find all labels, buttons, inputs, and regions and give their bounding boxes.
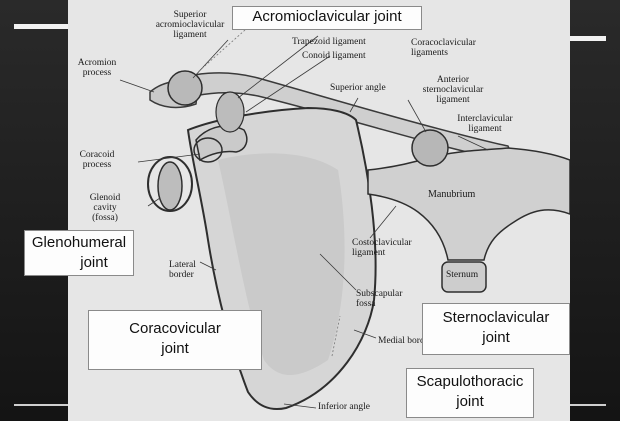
- label-acromion-process: Acromion process: [70, 58, 124, 78]
- label-subscapular-fossa: Subscapular fossa: [356, 289, 402, 309]
- label-interclavicular-ligament: Interclavicular ligament: [446, 114, 524, 134]
- joint-box-acromioclavicular: Acromioclavicular joint: [232, 6, 422, 30]
- sc-ligament-shape: [412, 130, 448, 166]
- coracoclavicular-ligament-shape: [216, 92, 244, 132]
- label-superior-angle: Superior angle: [330, 83, 386, 93]
- label-coracoid-process: Coracoid process: [68, 150, 126, 170]
- ac-ligament-shape: [168, 71, 202, 105]
- glenoid-shape: [158, 162, 182, 210]
- label-manubrium: Manubrium: [428, 190, 475, 200]
- label-conoid-ligament: Conoid ligament: [302, 51, 366, 61]
- joint-box-sternoclavicular: Sternoclavicular joint: [422, 303, 570, 355]
- joint-box-coracovicular: Coracovicular joint: [88, 310, 262, 370]
- label-trapezoid-ligament: Trapezoid ligament: [292, 37, 366, 47]
- label-superior-ac-ligament: Superior acromioclavicular ligament: [150, 10, 230, 40]
- label-anterior-sc-ligament: Anterior sternoclavicular ligament: [414, 75, 492, 105]
- joint-box-scapulothoracic: Scapulothoracic joint: [406, 368, 534, 418]
- label-coracoclavicular-ligaments: Coracoclavicular ligaments: [411, 38, 476, 58]
- label-sternum: Sternum: [446, 270, 478, 280]
- joint-box-glenohumeral: Glenohumeral joint: [24, 230, 134, 276]
- label-costoclavicular-ligament: Costoclavicular ligament: [352, 238, 412, 258]
- label-inferior-angle: Inferior angle: [318, 402, 370, 412]
- label-glenoid-cavity: Glenoid cavity (fossa): [80, 193, 130, 223]
- label-lateral-border: Lateral border: [169, 260, 196, 280]
